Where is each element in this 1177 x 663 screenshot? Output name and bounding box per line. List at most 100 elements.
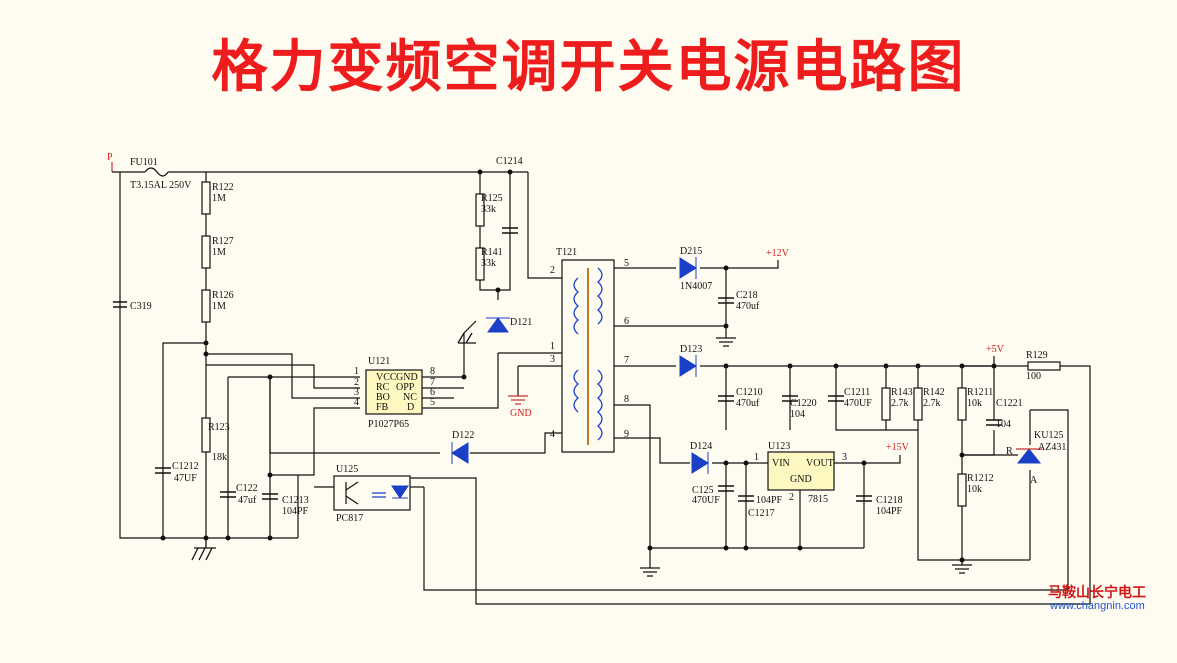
capacitors <box>113 227 1002 502</box>
label-d123: D123 <box>680 344 702 355</box>
label-c1212-value: 47UF <box>174 473 197 484</box>
pin-rc: RC <box>376 382 390 393</box>
label-r142: R142 <box>923 387 945 398</box>
label-r123-value: 18k <box>212 452 227 463</box>
label-r141-value: 33k <box>481 258 496 269</box>
wire-fb <box>270 407 360 476</box>
resistor-r126 <box>201 289 211 323</box>
wire-r129-loop <box>475 365 1091 605</box>
resistor-r143 <box>881 387 891 421</box>
pin-num: 1 <box>754 452 759 463</box>
page-title: 格力变频空调开关电源电路图 <box>211 35 966 100</box>
wire-left-rail <box>119 172 298 539</box>
wire-ground-15v <box>614 404 864 549</box>
label-c1210: C1210 <box>736 387 763 398</box>
label-c1220: C1220 <box>790 398 817 409</box>
label-r127: R127 <box>212 236 234 247</box>
label-c1212: C1212 <box>172 461 199 472</box>
pin-num: 9 <box>624 429 629 440</box>
resistor-r123 <box>201 417 211 453</box>
label-c1221-value: 104 <box>996 419 1011 430</box>
opto-transistor <box>345 481 359 505</box>
pin-vout: VOUT <box>806 458 834 469</box>
pin-num: 1 <box>354 366 359 377</box>
transformer-body <box>561 259 615 453</box>
pin-num: 6 <box>430 387 435 398</box>
label-az431: AZ431 <box>1038 442 1066 453</box>
pin-num: 2 <box>789 492 794 503</box>
pin-num: 3 <box>842 452 847 463</box>
transformer-t121 <box>573 267 603 445</box>
pin-num: 5 <box>430 397 435 408</box>
pin-num: 6 <box>624 316 629 327</box>
capacitor-c218 <box>718 297 734 304</box>
label-d215-part: 1N4007 <box>680 281 712 292</box>
opto-led <box>391 485 409 499</box>
watermark-brand: 马鞍山长宁电工 <box>1048 585 1146 601</box>
ic-u123 <box>767 451 835 491</box>
capacitor-c1210 <box>718 395 734 402</box>
opto-light-icon <box>372 492 386 498</box>
label-c1211-value: 470UF <box>844 398 872 409</box>
pin-u123-gnd: GND <box>790 474 812 485</box>
label-c1221: C1221 <box>996 398 1023 409</box>
label-d121: D121 <box>510 317 532 328</box>
label-c1218: C1218 <box>876 495 903 506</box>
pin-nc: NC <box>403 392 417 403</box>
label-u121-part: P1027P65 <box>368 419 409 430</box>
label-5v: +5V <box>986 344 1005 355</box>
junctions <box>160 169 997 563</box>
wire-tl431-loop <box>423 409 1069 591</box>
wire-drain <box>420 353 499 409</box>
capacitor-c122 <box>220 491 236 498</box>
label-r141: R141 <box>481 247 503 258</box>
ground-symbols <box>191 332 972 577</box>
wire-d122 <box>269 377 440 454</box>
resistors <box>201 181 1061 507</box>
label-12v: +12V <box>766 248 790 259</box>
watermark-url: www.changnin.com <box>1050 600 1145 612</box>
pin-gnd: GND <box>396 372 418 383</box>
label-r125: R125 <box>481 193 503 204</box>
tl431-ku125 <box>1016 448 1042 464</box>
label-c218-value: 470uf <box>736 301 760 312</box>
diode-d122 <box>451 442 469 464</box>
resistor-r127 <box>201 235 211 269</box>
label-c1210-value: 470uf <box>736 398 760 409</box>
label-d124: D124 <box>690 441 712 452</box>
diode-d123 <box>679 355 697 377</box>
resistor-r125 <box>475 193 485 227</box>
label-r129: R129 <box>1026 350 1048 361</box>
label-c122: C122 <box>236 483 258 494</box>
wire-12v <box>700 260 779 269</box>
label-d122: D122 <box>452 430 474 441</box>
label-r127-value: 1M <box>212 247 226 258</box>
ground-icon <box>457 332 476 344</box>
pin-num: 2 <box>354 377 359 388</box>
label-pc817: PC817 <box>336 513 363 524</box>
label-ku125: KU125 <box>1034 430 1063 441</box>
pin-num: 5 <box>624 258 629 269</box>
label-u121: U121 <box>368 356 390 367</box>
wire-bo <box>206 353 360 399</box>
label-c1220-value: 104 <box>790 409 805 420</box>
label-u123: U123 <box>768 441 790 452</box>
resistor-r141 <box>475 247 485 281</box>
pin-num: 2 <box>550 265 555 276</box>
labels: P FU101 T3.15AL 250V R122 1M R127 1M R12… <box>107 152 1066 524</box>
label-r143: R143 <box>891 387 913 398</box>
capacitor-c125 <box>718 485 734 492</box>
pin-num: 7 <box>624 355 629 366</box>
wire <box>962 430 995 456</box>
label-c1217: C1217 <box>748 508 775 519</box>
pin-num: 1 <box>550 341 555 352</box>
ground-icon <box>640 567 660 577</box>
label-pin-a: A <box>1030 475 1038 486</box>
label-u125: U125 <box>336 464 358 475</box>
wire <box>162 342 206 538</box>
capacitor-c1221 <box>986 419 1002 426</box>
label-c218: C218 <box>736 290 758 301</box>
label-fu101: FU101 <box>130 157 158 168</box>
